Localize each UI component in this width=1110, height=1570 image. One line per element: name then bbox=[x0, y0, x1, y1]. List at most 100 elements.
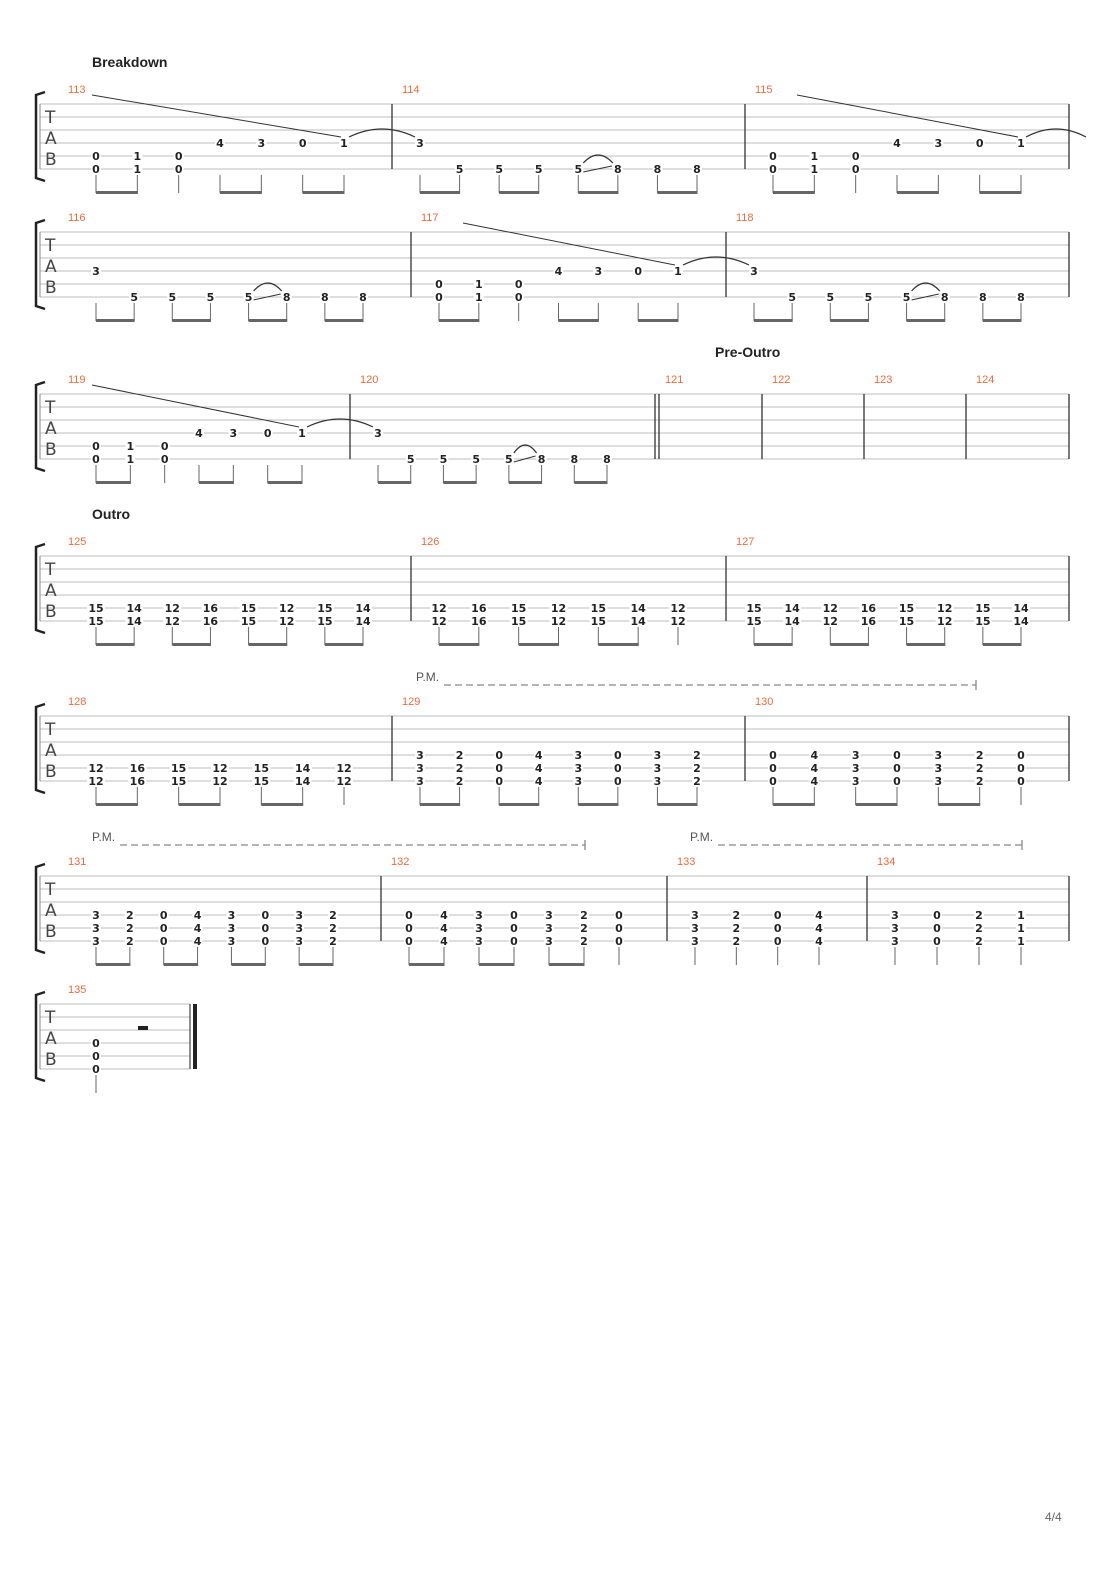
note-beam bbox=[172, 319, 211, 322]
fret-bg bbox=[474, 910, 484, 920]
beat: 444 bbox=[533, 749, 544, 788]
fret-bg bbox=[1016, 292, 1026, 302]
fret-bg bbox=[612, 164, 623, 174]
fret-number: 1 bbox=[674, 265, 682, 278]
fret-bg bbox=[850, 763, 861, 773]
beat: 000 bbox=[932, 909, 942, 948]
fret-number: 1 bbox=[1017, 137, 1025, 150]
beat: 333 bbox=[850, 749, 861, 788]
note-beam bbox=[578, 191, 619, 194]
beat: 5 bbox=[438, 453, 449, 466]
fret-number: 5 bbox=[788, 291, 796, 304]
measure-number: 114 bbox=[402, 84, 420, 96]
beat: 5 bbox=[573, 163, 584, 176]
fret-bg bbox=[192, 936, 203, 946]
fret-bg bbox=[544, 923, 554, 933]
fret-bg bbox=[158, 910, 169, 920]
fret-bg bbox=[91, 266, 101, 276]
beat: 3 bbox=[749, 265, 759, 278]
beat: 000 bbox=[509, 909, 519, 948]
fret-bg bbox=[589, 616, 608, 626]
fret-bg bbox=[935, 616, 954, 626]
beat: 5 bbox=[901, 291, 912, 304]
tab-clef-letter: A bbox=[45, 419, 57, 439]
fret-bg bbox=[211, 763, 229, 773]
tab-clef-letter: T bbox=[44, 560, 56, 580]
note-beam bbox=[267, 481, 303, 484]
fret-number: 0 bbox=[774, 935, 782, 948]
fret-bg bbox=[226, 910, 237, 920]
fret-bg bbox=[239, 603, 258, 613]
note-beam bbox=[248, 319, 288, 322]
fret-bg bbox=[602, 454, 612, 464]
note-beam bbox=[378, 481, 412, 484]
fret-bg bbox=[159, 454, 170, 464]
fret-bg bbox=[579, 910, 589, 920]
note-beam bbox=[508, 481, 543, 484]
fret-number: 0 bbox=[161, 453, 169, 466]
fret-bg bbox=[404, 923, 414, 933]
fret-number: 0 bbox=[92, 453, 100, 466]
fret-bg bbox=[692, 763, 702, 773]
fret-bg bbox=[509, 616, 528, 626]
fret-number: 1 bbox=[127, 453, 135, 466]
fret-bg bbox=[159, 441, 170, 451]
fret-bg bbox=[977, 292, 988, 302]
slur-arc bbox=[513, 444, 538, 454]
fret-bg bbox=[454, 763, 465, 773]
fret-number: 5 bbox=[826, 291, 834, 304]
fret-bg bbox=[692, 750, 702, 760]
fret-number: 3 bbox=[416, 749, 424, 762]
note-beam bbox=[163, 963, 199, 966]
note-beam bbox=[938, 803, 981, 806]
beat: 5 bbox=[494, 163, 505, 176]
fret-bg bbox=[536, 454, 547, 464]
fret-bg bbox=[768, 151, 778, 161]
fret-bg bbox=[335, 776, 353, 786]
fret-number: 16 bbox=[130, 775, 146, 788]
fret-number: 15 bbox=[241, 602, 256, 615]
beat: 5 bbox=[825, 291, 836, 304]
fret-number: 14 bbox=[126, 615, 142, 628]
fret-bg bbox=[132, 151, 143, 161]
fret-number: 15 bbox=[975, 615, 990, 628]
fret-bg bbox=[1016, 910, 1026, 920]
fret-number: 3 bbox=[228, 922, 236, 935]
fret-bg bbox=[509, 910, 519, 920]
fret-bg bbox=[614, 936, 624, 946]
fret-number: 0 bbox=[615, 935, 623, 948]
fret-bg bbox=[194, 428, 204, 438]
fret-number: 4 bbox=[216, 137, 224, 150]
fret-bg bbox=[91, 923, 101, 933]
fret-bg bbox=[509, 936, 519, 946]
fret-number: 0 bbox=[160, 909, 168, 922]
fret-bg bbox=[415, 776, 425, 786]
fret-number: 1 bbox=[127, 440, 135, 453]
fret-bg bbox=[415, 750, 425, 760]
fret-bg bbox=[579, 923, 589, 933]
fret-bg bbox=[415, 138, 425, 148]
beat: 0 bbox=[262, 427, 273, 440]
fret-bg bbox=[974, 750, 985, 760]
fret-bg bbox=[125, 441, 136, 451]
beat: 0 bbox=[633, 265, 644, 278]
fret-bg bbox=[935, 603, 954, 613]
fret-bg bbox=[169, 776, 188, 786]
fret-number: 14 bbox=[1013, 615, 1029, 628]
fret-number: 0 bbox=[933, 935, 941, 948]
fret-number: 3 bbox=[475, 922, 483, 935]
note-beam bbox=[518, 643, 559, 646]
fret-number: 0 bbox=[893, 749, 901, 762]
fret-number: 0 bbox=[92, 1037, 100, 1050]
whammy-dive-line bbox=[91, 94, 342, 138]
note-beam bbox=[96, 319, 135, 322]
tab-clef-letter: B bbox=[45, 1050, 57, 1070]
fret-bg bbox=[87, 776, 105, 786]
